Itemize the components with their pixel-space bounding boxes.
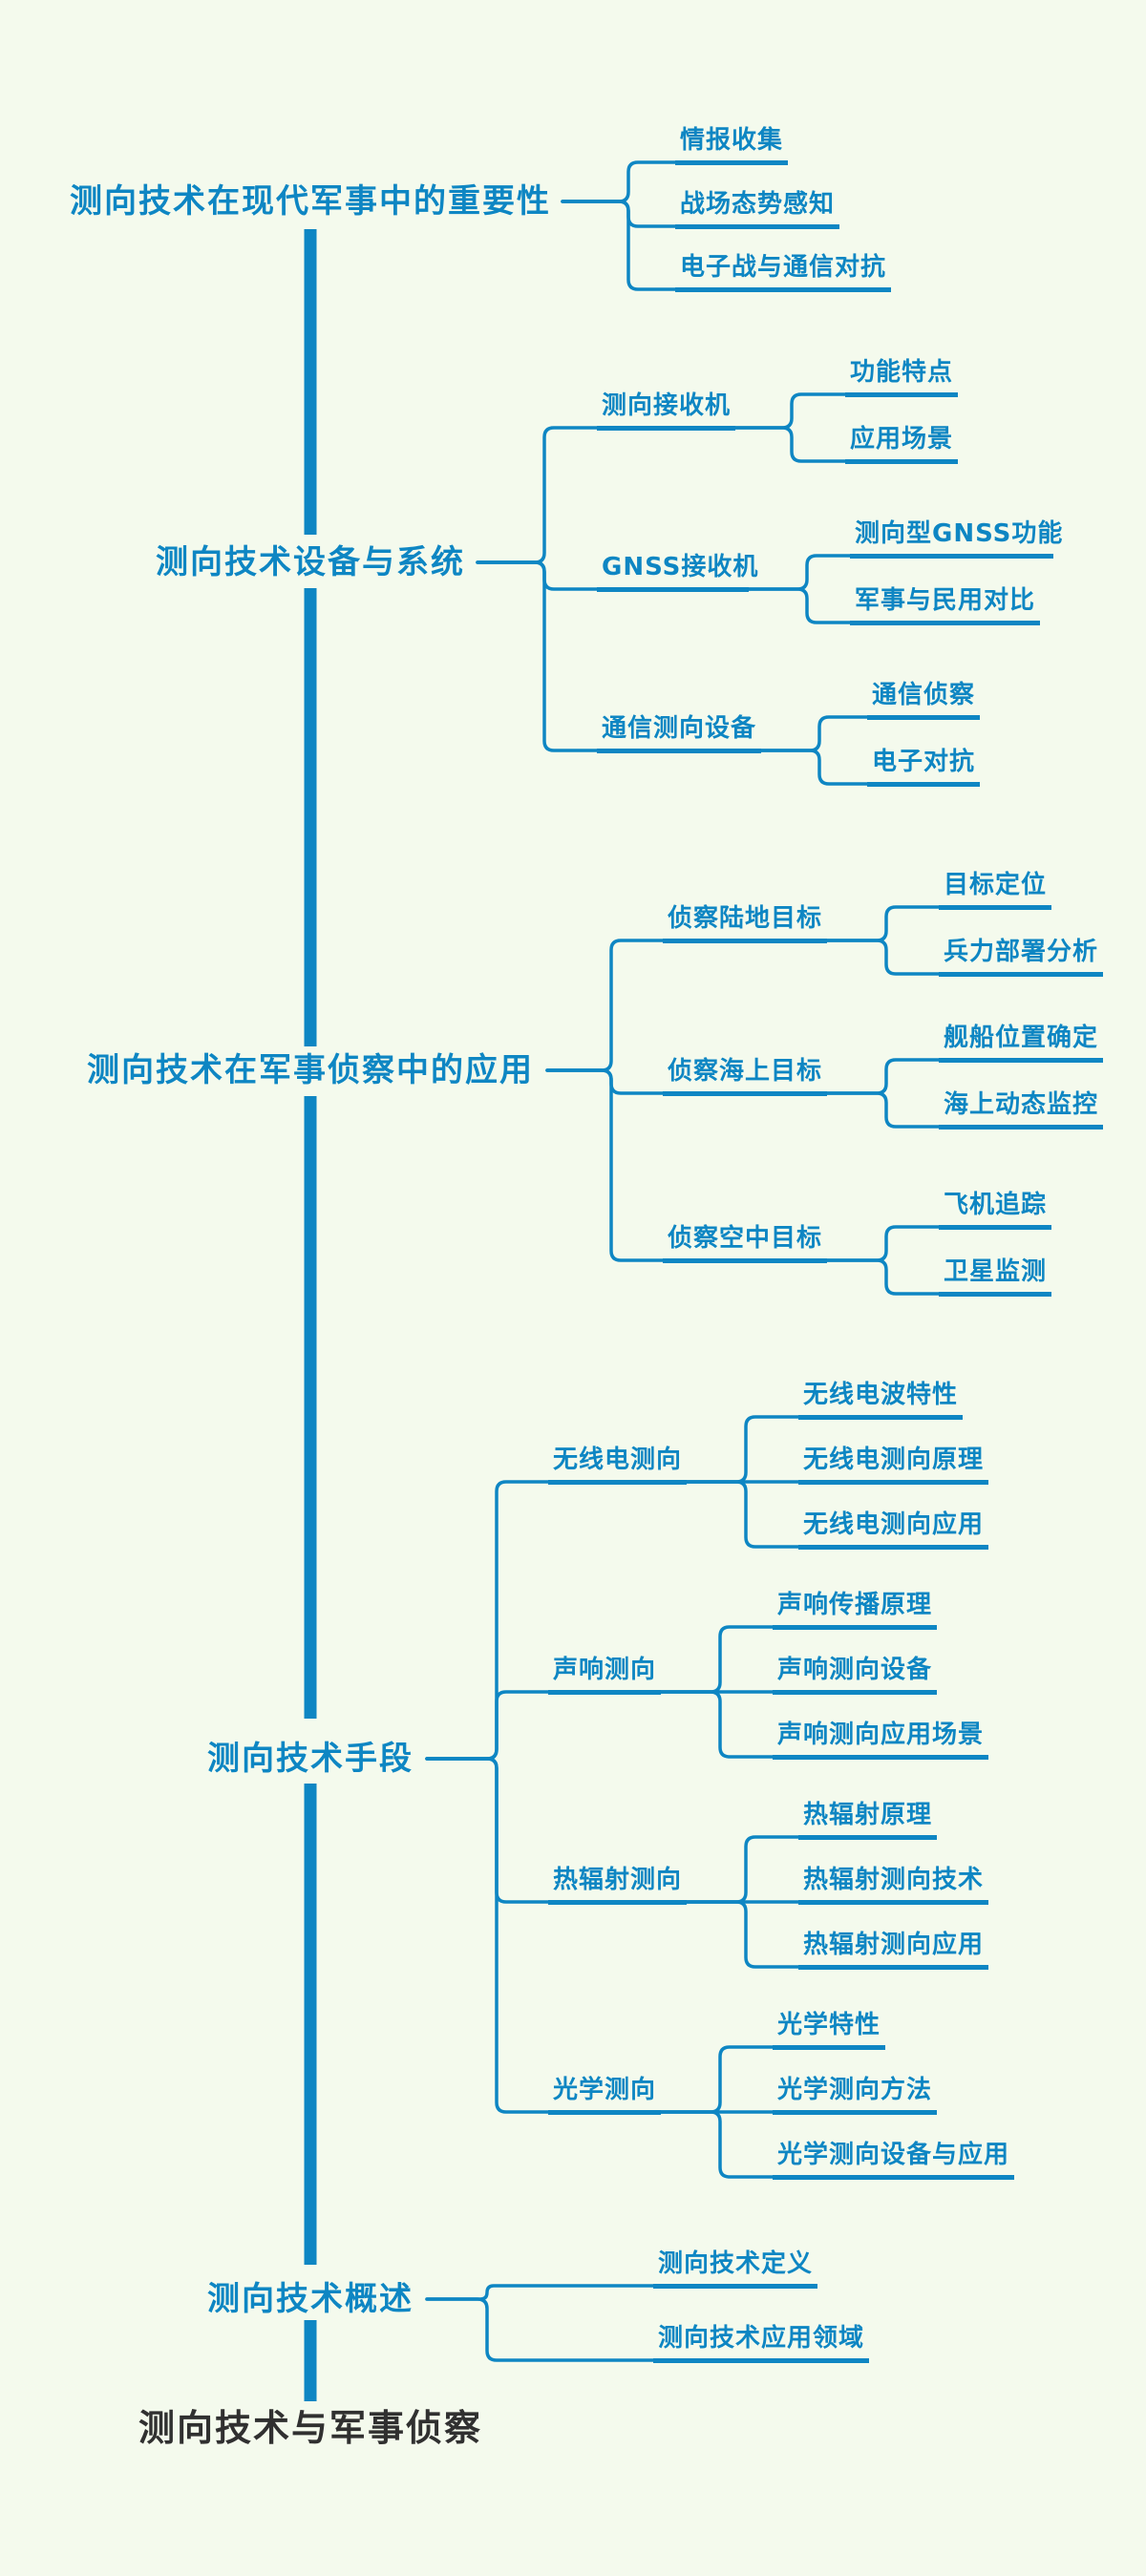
topic-thermal-df-technology[interactable]: 热辐射测向技术 [798,1866,988,1905]
topic-radio-df-principles[interactable]: 无线电测向原理 [798,1446,988,1485]
topic-comm-recon[interactable]: 通信侦察 [867,681,980,720]
topic-satellite-monitoring[interactable]: 卫星监测 [939,1257,1051,1297]
topic-df-gnss-functions[interactable]: 测向型GNSS功能 [850,519,1062,559]
branch-techniques-label[interactable]: 测向技术手段 [207,1740,414,1778]
branch-4-connectors [425,1415,800,2179]
topic-gnss-receiver[interactable]: GNSS接收机 [597,553,757,592]
topic-ship-position-determination[interactable]: 舰船位置确定 [939,1024,1103,1063]
topic-acoustic-df-equipment[interactable]: 声响测向设备 [773,1656,937,1695]
topic-thermal-df[interactable]: 热辐射测向 [548,1866,687,1905]
topic-recon-sea-targets[interactable]: 侦察海上目标 [663,1057,827,1096]
topic-optical-df-methods[interactable]: 光学测向方法 [773,2076,937,2115]
topic-force-deployment-analysis[interactable]: 兵力部署分析 [939,938,1103,977]
topic-optical-df[interactable]: 光学测向 [548,2076,661,2115]
topic-optical-characteristics[interactable]: 光学特性 [773,2011,885,2050]
topic-acoustic-df[interactable]: 声响测向 [548,1656,661,1695]
topic-thermal-df-applications[interactable]: 热辐射测向应用 [798,1931,988,1970]
branch-importance-label[interactable]: 测向技术在现代军事中的重要性 [70,182,551,221]
topic-recon-land-targets[interactable]: 侦察陆地目标 [663,904,827,943]
topic-df-application-fields[interactable]: 测向技术应用领域 [653,2324,869,2363]
topic-acoustic-df-scenarios[interactable]: 声响测向应用场景 [773,1721,988,1760]
topic-maritime-monitoring[interactable]: 海上动态监控 [939,1090,1103,1130]
topic-target-positioning[interactable]: 目标定位 [939,871,1051,910]
topic-optical-df-equipment-applications[interactable]: 光学测向设备与应用 [773,2141,1014,2180]
topic-functional-features[interactable]: 功能特点 [845,358,958,397]
topic-intel-collection[interactable]: 情报收集 [675,126,788,165]
topic-aircraft-tracking[interactable]: 飞机追踪 [939,1191,1051,1230]
topic-battlefield-situational-awareness[interactable]: 战场态势感知 [675,190,839,229]
branch-equipment-systems-label[interactable]: 测向技术设备与系统 [156,543,465,581]
branch-5-connectors [425,2284,655,2362]
topic-radio-df[interactable]: 无线电测向 [548,1446,687,1485]
topic-df-receiver[interactable]: 测向接收机 [597,391,735,431]
branch-overview-label[interactable]: 测向技术概述 [207,2280,414,2318]
topic-recon-air-targets[interactable]: 侦察空中目标 [663,1224,827,1263]
topic-df-definition[interactable]: 测向技术定义 [653,2249,817,2289]
topic-application-scenarios[interactable]: 应用场景 [845,425,958,464]
branch-1-connectors [561,160,677,291]
topic-electronic-countermeasures[interactable]: 电子对抗 [867,748,980,787]
topic-sound-propagation-principles[interactable]: 声响传播原理 [773,1591,937,1630]
topic-comm-df-equipment[interactable]: 通信测向设备 [597,714,761,753]
topic-thermal-radiation-principles[interactable]: 热辐射原理 [798,1801,937,1840]
topic-military-vs-civilian[interactable]: 军事与民用对比 [850,586,1040,625]
branch-recon-applications-label[interactable]: 测向技术在军事侦察中的应用 [87,1051,534,1089]
root-topic[interactable]: 测向技术与军事侦察 [138,2407,483,2449]
topic-ew-and-comm-countermeasures[interactable]: 电子战与通信对抗 [675,253,891,292]
topic-radio-df-applications[interactable]: 无线电测向应用 [798,1510,988,1550]
topic-radio-wave-characteristics[interactable]: 无线电波特性 [798,1381,963,1420]
